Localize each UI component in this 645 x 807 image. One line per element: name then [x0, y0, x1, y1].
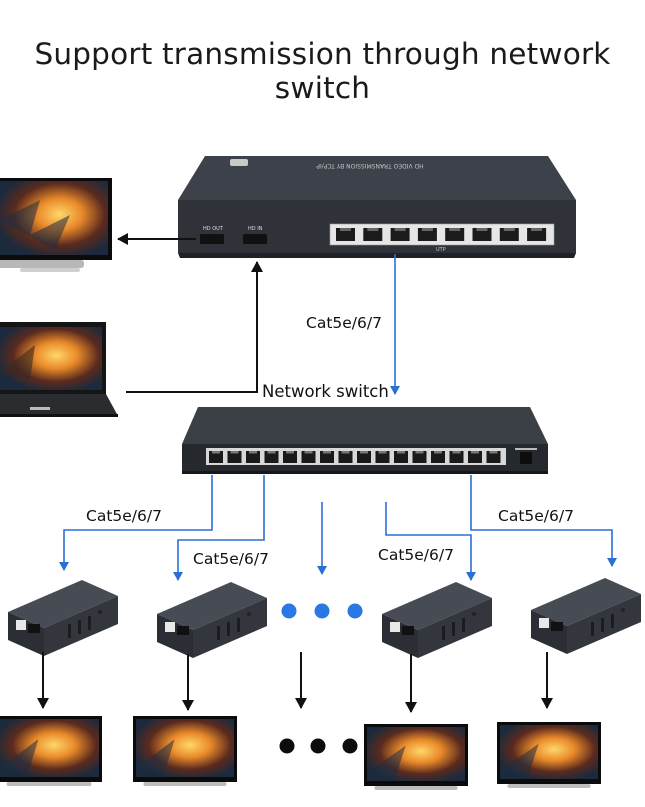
- transmitter-top-text: HD VIDEO TRANSMISSION BY TCP/IP: [316, 162, 424, 169]
- black-dot-2: [310, 738, 326, 754]
- blue-dot-2: [314, 603, 330, 619]
- receiver-device: [382, 582, 492, 658]
- network-switch-device: [182, 407, 548, 474]
- rj45-port: [527, 228, 547, 241]
- monitor: [133, 716, 237, 786]
- blue-dot-3: [347, 603, 363, 619]
- switch-port: [283, 451, 297, 463]
- cable-label-2: Cat5e/6/7: [193, 550, 269, 568]
- transmitter-device: HD VIDEO TRANSMISSION BY TCP/IP HD OUT H…: [178, 156, 576, 258]
- switch-port: [357, 451, 371, 463]
- switch-port: [246, 451, 260, 463]
- utp-text: UTP: [436, 247, 446, 253]
- receiver-device: [157, 582, 267, 658]
- rj45-port: [472, 228, 492, 241]
- page-title: Support transmission through network swi…: [34, 37, 611, 105]
- rj45-port: [390, 228, 410, 241]
- monitor: [0, 716, 102, 786]
- rj45-port: [499, 228, 519, 241]
- switch-port: [486, 451, 501, 463]
- blue-dot-1: [281, 603, 297, 619]
- switch-port: [264, 451, 279, 463]
- receiver-device: [531, 578, 641, 654]
- switch-port: [338, 451, 353, 463]
- switch-port: [412, 451, 427, 463]
- switch-port: [449, 451, 464, 463]
- laptop: [0, 322, 118, 417]
- cable-label-1: Cat5e/6/7: [86, 507, 162, 525]
- monitor: [364, 724, 468, 790]
- rj45-port: [417, 228, 437, 241]
- hd-out-text: HD OUT: [203, 226, 224, 232]
- switch-port: [209, 451, 223, 463]
- rj45-port: [336, 228, 355, 241]
- rj45-port: [445, 228, 465, 241]
- switch-port: [468, 451, 482, 463]
- switch-port: [375, 451, 390, 463]
- switch-port: [227, 451, 242, 463]
- black-dot-3: [342, 738, 358, 754]
- switch-port: [394, 451, 408, 463]
- switch-port: [431, 451, 445, 463]
- cable-label-top: Cat5e/6/7: [306, 314, 382, 332]
- rj45-port: [363, 228, 383, 241]
- cable-label-3: Cat5e/6/7: [378, 546, 454, 564]
- network-switch-label: Network switch: [262, 382, 389, 401]
- black-dot-1: [279, 738, 295, 754]
- switch-port: [320, 451, 334, 463]
- hd-in-text: HD IN: [248, 226, 263, 232]
- receiver-device: [8, 580, 118, 656]
- switch-port: [301, 451, 316, 463]
- monitor: [497, 722, 601, 788]
- cable-label-4: Cat5e/6/7: [498, 507, 574, 525]
- monitor-top: [0, 178, 112, 272]
